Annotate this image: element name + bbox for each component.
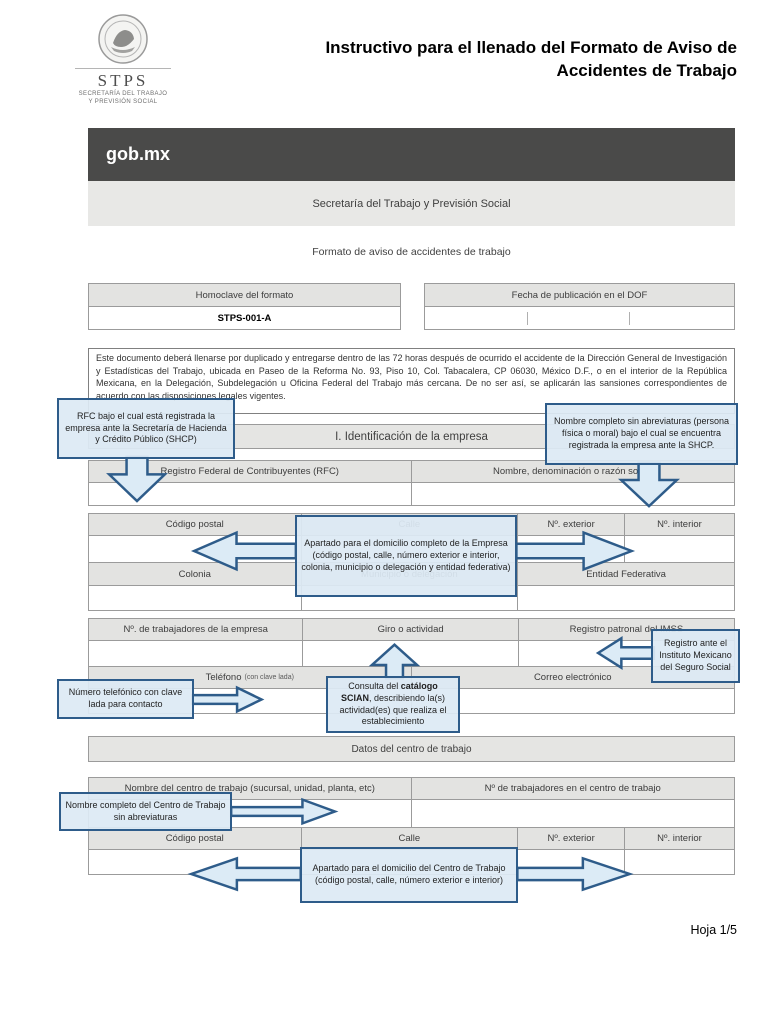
- centro-num-interior-label: Nº. interior: [624, 827, 735, 850]
- telefono-label-text: Teléfono: [205, 672, 242, 683]
- callout-scian-text: Consulta del catálogo SCIAN, describiend…: [339, 681, 447, 727]
- left-arrow-icon: [192, 531, 298, 571]
- page-number: Hoja 1/5: [690, 923, 737, 937]
- secretaria-banner: Secretaría del Trabajo y Previsión Socia…: [88, 181, 735, 226]
- document-title-line1: Instructivo para el llenado del Formato …: [325, 38, 737, 57]
- colonia-field: [88, 585, 302, 611]
- centro-trabajadores-label: Nº de trabajadores en el centro de traba…: [411, 777, 735, 800]
- right-arrow-icon: [514, 531, 634, 571]
- entidad-field: [518, 585, 735, 611]
- razon-social-field: [411, 482, 735, 506]
- num-trabajadores-field: [88, 640, 304, 667]
- centro-num-interior-field: [624, 849, 735, 875]
- mexico-seal-icon: [98, 14, 148, 64]
- date-separator: [526, 312, 528, 325]
- up-arrow-icon: [371, 644, 418, 679]
- right-arrow-icon: [229, 798, 337, 825]
- callout-domicilio-empresa: Apartado para el domicilio completo de l…: [295, 515, 517, 597]
- logo-caption-line2: Y PREVISIÓN SOCIAL: [88, 98, 158, 105]
- logo-caption-line1: SECRETARÍA DEL TRABAJO: [78, 91, 168, 97]
- gobmx-wordmark: gob.mx: [106, 144, 171, 164]
- dof-table: Fecha de publicación en el DOF: [424, 283, 735, 330]
- centro-trabajadores-field: [411, 799, 735, 828]
- down-arrow-icon: [620, 462, 678, 507]
- num-interior-field: [624, 535, 735, 563]
- centro-num-exterior-label: Nº. exterior: [518, 827, 625, 850]
- homoclave-value: STPS-001-A: [88, 306, 401, 330]
- left-arrow-icon: [189, 857, 303, 891]
- telefono-label-note: (con clave lada): [244, 674, 294, 681]
- giro-label: Giro o actividad: [303, 618, 519, 641]
- instructions-paragraph: Este documento deberá llenarse por dupli…: [88, 348, 735, 414]
- callout-scian: Consulta del catálogo SCIAN, describiend…: [326, 676, 460, 733]
- homoclave-table: Homoclave del formato STPS-001-A: [88, 283, 401, 330]
- form-title: Formato de aviso de accidentes de trabaj…: [312, 246, 511, 258]
- left-arrow-icon: [597, 637, 655, 669]
- dof-value-field: [424, 306, 735, 330]
- document-title: Instructivo para el llenado del Formato …: [255, 36, 737, 83]
- homoclave-label: Homoclave del formato: [88, 283, 401, 307]
- centro-section-header: Datos del centro de trabajo: [88, 736, 735, 762]
- num-trabajadores-label: Nº. de trabajadores de la empresa: [88, 618, 304, 641]
- rfc-table: Registro Federal de Contribuyentes (RFC)…: [88, 460, 735, 506]
- date-separator: [628, 312, 630, 325]
- callout-rfc: RFC bajo el cual está registrada la empr…: [57, 398, 235, 459]
- right-arrow-icon: [191, 686, 263, 713]
- document-title-line2: Accidentes de Trabajo: [556, 61, 737, 81]
- logo-acronym: STPS: [97, 71, 149, 90]
- callout-telefono: Número telefónico con clave lada para co…: [57, 679, 194, 719]
- callout-nombre-centro: Nombre completo del Centro de Trabajo si…: [59, 792, 232, 831]
- callout-razon-social: Nombre completo sin abreviaturas (person…: [545, 403, 738, 465]
- callout-domicilio-centro: Apartado para el domicilio del Centro de…: [300, 847, 518, 903]
- dof-label: Fecha de publicación en el DOF: [424, 283, 735, 307]
- stps-logo: STPS SECRETARÍA DEL TRABAJO Y PREVISIÓN …: [73, 13, 173, 106]
- gobmx-banner: gob.mx: [88, 128, 735, 181]
- correo-field: [411, 688, 735, 714]
- callout-imss: Registro ante el Instituto Mexicano del …: [651, 629, 740, 683]
- logo-divider: [75, 68, 171, 69]
- right-arrow-icon: [515, 857, 632, 891]
- down-arrow-icon: [108, 456, 166, 502]
- num-interior-label: Nº. interior: [624, 513, 735, 536]
